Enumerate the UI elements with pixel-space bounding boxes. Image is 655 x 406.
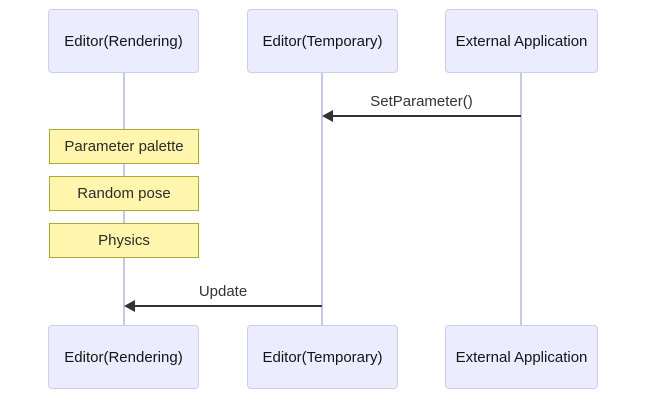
message-label-update: Update: [198, 283, 248, 300]
actor-label: External Application: [455, 348, 588, 366]
actor-label: Editor(Rendering): [64, 32, 183, 50]
actor-bottom-external-application: External Application: [445, 325, 598, 389]
note-text: Parameter palette: [64, 138, 184, 155]
actor-top-editor-rendering: Editor(Rendering): [48, 9, 199, 73]
note-random-pose: Random pose: [49, 176, 199, 211]
message-line-update: [132, 305, 322, 307]
actor-top-editor-temporary: Editor(Temporary): [247, 9, 398, 73]
actor-bottom-editor-temporary: Editor(Temporary): [247, 325, 398, 389]
note-physics: Physics: [49, 223, 199, 258]
note-parameter-palette: Parameter palette: [49, 129, 199, 164]
note-text: Physics: [98, 232, 150, 249]
lifeline-editor-temporary: [321, 73, 323, 325]
arrowhead-icon: [124, 300, 135, 312]
arrowhead-icon: [322, 110, 333, 122]
lifeline-external-application: [520, 73, 522, 325]
actor-label: Editor(Temporary): [262, 32, 383, 50]
actor-label: Editor(Temporary): [262, 348, 383, 366]
note-text: Random pose: [77, 185, 171, 202]
message-label-setparameter: SetParameter(): [370, 93, 473, 110]
actor-label: External Application: [455, 32, 588, 50]
actor-top-external-application: External Application: [445, 9, 598, 73]
actor-label: Editor(Rendering): [64, 348, 183, 366]
message-line-setparameter: [330, 115, 521, 117]
actor-bottom-editor-rendering: Editor(Rendering): [48, 325, 199, 389]
